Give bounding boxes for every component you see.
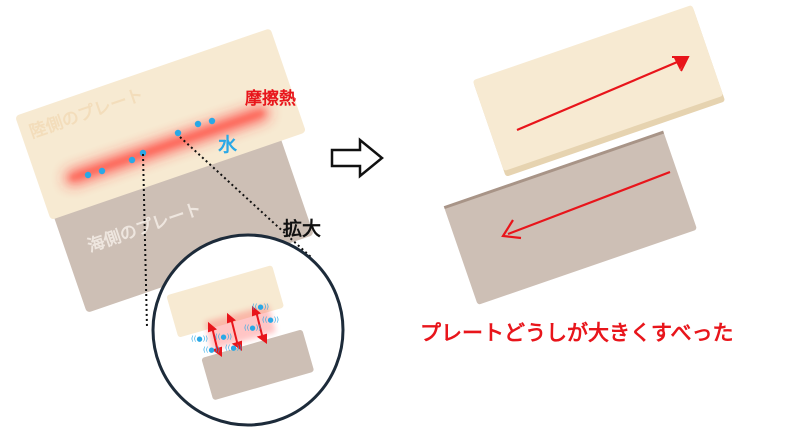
water-molecule-icon: ((●)): [262, 316, 279, 324]
magnify-guide-lines: [142, 136, 313, 329]
water-molecule-icon: ((●)): [244, 324, 261, 332]
friction-heat-glow: [65, 106, 269, 185]
sea-plate: [54, 137, 313, 312]
right-sea-arrow: [501, 170, 671, 240]
water-drop-icon: [194, 120, 202, 128]
water-drop-icon: [208, 117, 216, 125]
right-plate-group: [443, 5, 725, 305]
water-drop-icon: [84, 171, 92, 179]
magnified-slip-arrows: [208, 305, 267, 357]
magnified-sea-plate: [201, 329, 314, 400]
left-plate-group: 陸側のプレート 海側のプレート 摩擦熱 水: [16, 29, 313, 312]
caption: プレートどうしが大きくすべった: [420, 321, 734, 345]
magnified-view: ((●)) ((●)) ((●)) ((●)) ((●)) ((●)) ((●)…: [151, 233, 345, 427]
magnified-land-plate: [166, 265, 284, 337]
water-drop-icon: [128, 156, 136, 164]
right-land-plate: [473, 5, 725, 177]
right-land-arrow: [516, 56, 690, 132]
right-sea-plate: [443, 130, 697, 305]
water-drop-icon: [98, 167, 106, 175]
transition-arrow-icon: [330, 137, 384, 179]
friction-heat-label: 摩擦熱: [245, 88, 296, 109]
water-molecule-icon: ((●)): [225, 344, 242, 352]
water-molecule-icon: ((●)): [203, 346, 220, 354]
water-label: 水: [218, 134, 238, 156]
water-molecule-icon: ((●)): [191, 335, 208, 343]
water-drop-icon: [139, 149, 147, 157]
water-molecule-icon: ((●)): [252, 303, 269, 311]
water-molecule-icon: ((●)): [215, 333, 232, 341]
magnify-label: 拡大: [283, 217, 321, 240]
water-drop-icon: [174, 129, 182, 137]
water-dots: [84, 117, 216, 179]
magnified-water-molecules: ((●)) ((●)) ((●)) ((●)) ((●)) ((●)) ((●)…: [191, 303, 279, 354]
